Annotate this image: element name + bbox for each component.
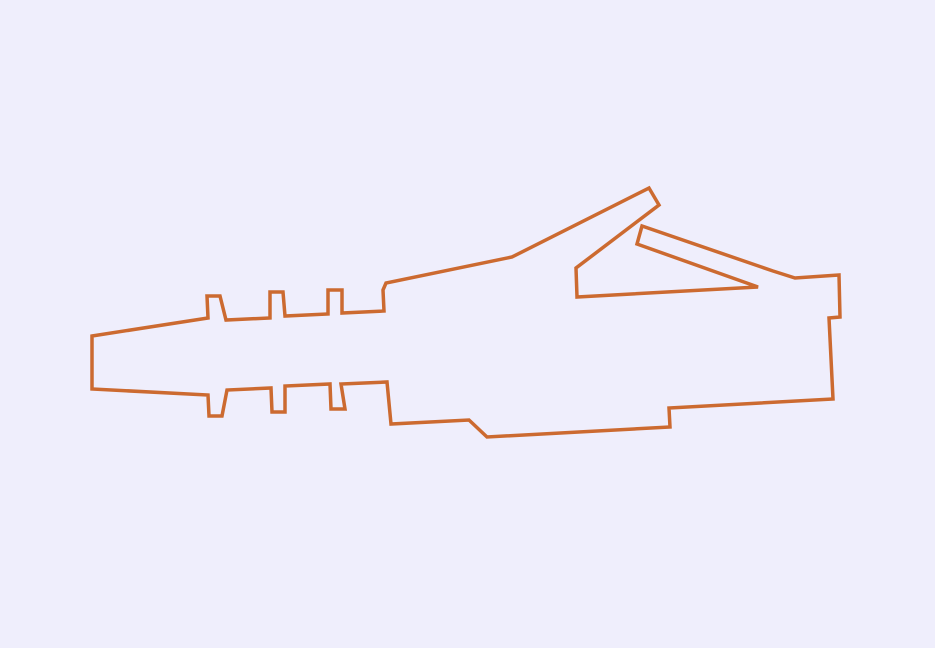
connector-body-outline [90, 185, 842, 439]
